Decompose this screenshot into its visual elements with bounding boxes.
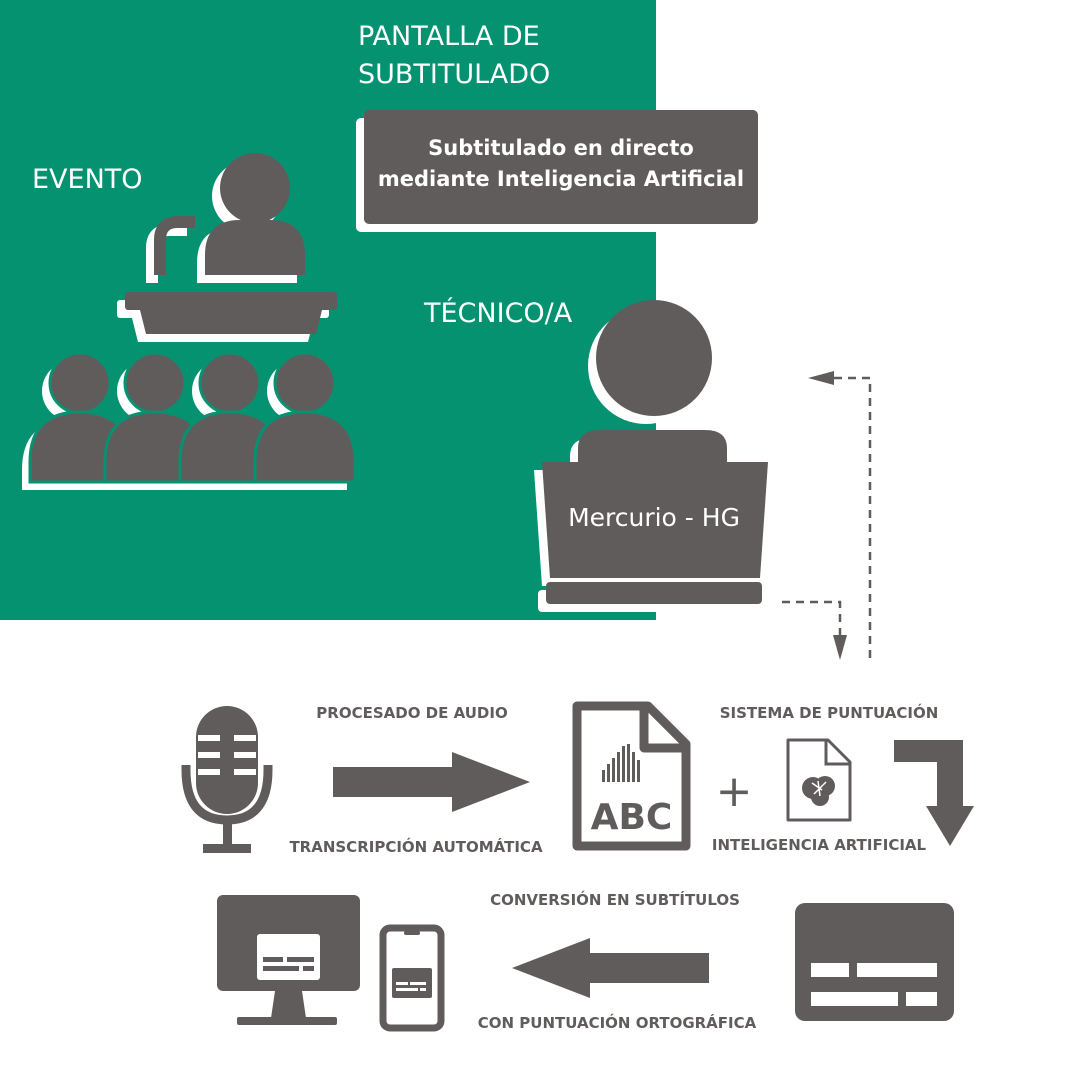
dashed-connectors bbox=[782, 376, 872, 658]
event-label: EVENTO bbox=[32, 164, 143, 195]
step2-top-label: SISTEMA DE PUNTUACIÓN bbox=[719, 704, 939, 722]
bent-arrow-down-icon bbox=[894, 740, 974, 846]
technician-label: TÉCNICO/A bbox=[424, 298, 573, 329]
doc-abc-label: ABC bbox=[590, 797, 673, 838]
laptop-label: Mercurio - HG bbox=[568, 503, 740, 532]
microphone-icon bbox=[181, 706, 273, 853]
screen-text-line2: mediante Inteligencia Artificial bbox=[377, 167, 745, 191]
plus-sign: + bbox=[715, 766, 753, 817]
arrow-right-icon bbox=[333, 752, 530, 812]
smartphone-icon bbox=[379, 924, 445, 1032]
speaker-icon bbox=[117, 153, 337, 342]
subtitle-screen: Subtitulado en directo mediante Intelige… bbox=[364, 110, 758, 224]
arrowhead-down bbox=[833, 635, 847, 660]
desktop-monitor-icon bbox=[217, 895, 360, 1025]
arrowhead-left bbox=[808, 371, 834, 385]
audience-icon bbox=[22, 351, 357, 490]
step2-bottom-label: INTELIGENCIA ARTIFICIAL bbox=[711, 836, 927, 854]
technician-icon bbox=[534, 300, 768, 612]
screen-label: PANTALLA DE SUBTITULADO bbox=[358, 18, 550, 94]
ai-document-icon bbox=[786, 738, 852, 822]
step3-top-label: CONVERSIÓN EN SUBTÍTULOS bbox=[490, 891, 740, 909]
screen-label-line2: SUBTITULADO bbox=[358, 59, 551, 90]
screen-label-line1: PANTALLA DE bbox=[358, 21, 540, 52]
arrow-left-icon bbox=[512, 938, 709, 998]
step1-top-label: PROCESADO DE AUDIO bbox=[316, 704, 508, 722]
subtitle-card-icon bbox=[795, 903, 954, 1021]
document-abc-icon bbox=[572, 701, 691, 851]
brain-icon bbox=[802, 776, 835, 806]
screen-text-line1: Subtitulado en directo bbox=[428, 136, 694, 160]
step1-bottom-label: TRANSCRIPCIÓN AUTOMÁTICA bbox=[289, 838, 543, 856]
step3-bottom-label: CON PUNTUACIÓN ORTOGRÁFICA bbox=[477, 1014, 757, 1032]
